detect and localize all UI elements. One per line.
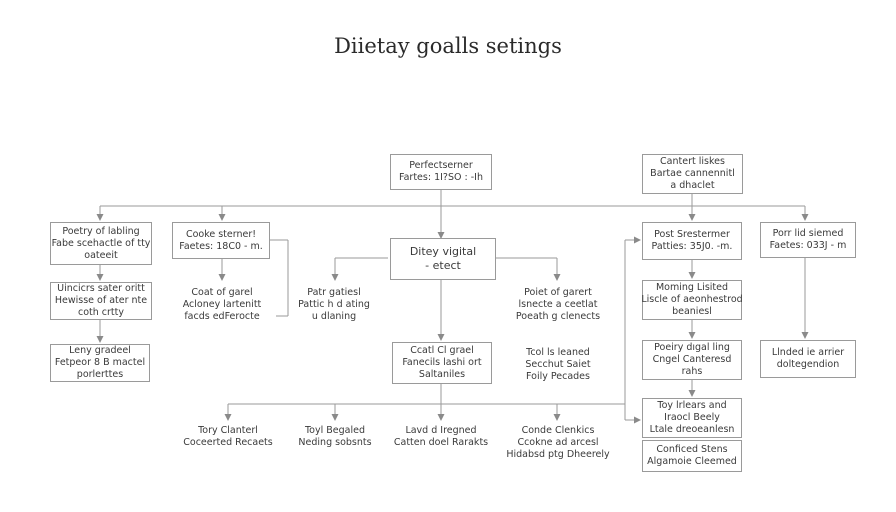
poetry-labeling-node: Poetry of labling Fabe scehactle of tty … (50, 222, 152, 265)
diagram-title: Diietay goalls setings (334, 34, 562, 58)
leny-gradeel-node: Leny gradeel Fetpeor 8 B mactel porlertt… (50, 344, 150, 382)
coat-of-garel-node: Coat of garel Acloney lartenitt facds ed… (182, 287, 262, 322)
diet-vigital-center-node: Ditey vigital - etect (390, 238, 496, 280)
ccatl-grael-node: Ccatl Cl grael Fanecils lashi ort Saltan… (392, 342, 492, 384)
post-sterner-node: Post Srestermer Patties: 35J0. -m. (642, 222, 742, 260)
poeiry-digal-ling-node: Poeiry dıgal ling Cngel Canteresd rahs (642, 340, 742, 380)
toy-lrlears-node: Toy lrlears and Iraocl Beely Ltale dreoe… (642, 398, 742, 438)
tcol-leaned-node: Tcol ls leaned Secchut Saiet Foily Pecad… (525, 347, 591, 382)
cooke-sterner-node: Cooke sterner! Faetes: 18C0 - m. (172, 222, 270, 259)
patr-gatiesl-node: Patr gatiesl Pattic h d ating u dlaning (298, 287, 370, 322)
lavd-iregned-node: Lavd d Iregned Catten doel Rarakts (393, 425, 489, 448)
content-likes-node: Cantert liskes Bartae cannennitl a dhacl… (642, 154, 743, 194)
conficed-stens-node: Conficed Stens Algamoie Cleemed (642, 440, 742, 472)
conde-clenkics-node: Conde Clenkics Ccokne ad arcesl Hidabsd … (506, 425, 610, 460)
poiet-of-garert-node: Poiet of garert lsnecte a ceetlat Poeath… (515, 287, 601, 322)
tory-clanterl-node: Tory Clanterl Coceerted Recaets (183, 425, 273, 448)
llnded-arrier-node: Llnded ie arrier doltegendion (760, 340, 856, 378)
port-starned-node: Porr lid siemed Faetes: 033J - m (760, 222, 856, 258)
perfect-server-node: Perfectserner Fartes: 1I?SO : -Ih (390, 154, 492, 190)
toyl-begaled-node: Toyl Begaled Neding sobsnts (298, 425, 372, 448)
moming-lisited-node: Moming Lisited Liscle of aeonhestrod bea… (641, 280, 743, 320)
uincicrs-node: Uincicrs sater oritt Hewisse of ater nte… (50, 282, 152, 320)
